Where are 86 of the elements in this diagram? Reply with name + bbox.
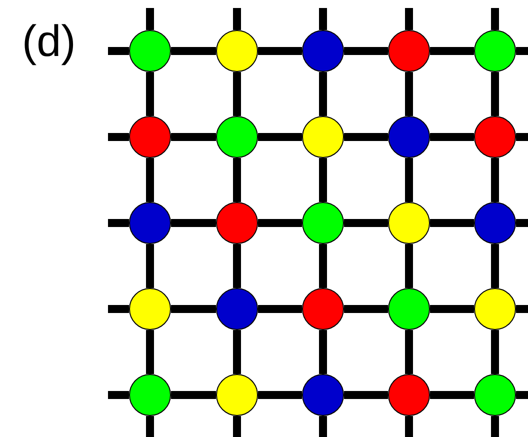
grid-line bbox=[258, 47, 302, 55]
circle-node bbox=[474, 116, 516, 158]
circle-node bbox=[302, 374, 344, 416]
grid-line bbox=[430, 133, 474, 141]
grid-line bbox=[491, 158, 499, 202]
grid-line bbox=[146, 72, 154, 116]
grid-line bbox=[319, 8, 327, 30]
grid-line bbox=[108, 47, 129, 55]
circle-node bbox=[302, 30, 344, 72]
grid-line bbox=[146, 330, 154, 374]
grid-line bbox=[258, 133, 302, 141]
grid-line bbox=[146, 416, 154, 437]
grid-line bbox=[405, 72, 413, 116]
grid-line bbox=[344, 133, 388, 141]
circle-node bbox=[129, 30, 171, 72]
circle-node bbox=[216, 288, 258, 330]
grid-line bbox=[405, 244, 413, 288]
grid-line bbox=[319, 330, 327, 374]
grid-line bbox=[319, 416, 327, 437]
circle-node bbox=[388, 30, 430, 72]
grid-line bbox=[405, 416, 413, 437]
grid-line bbox=[430, 305, 474, 313]
circle-node bbox=[216, 30, 258, 72]
grid-line bbox=[405, 8, 413, 30]
grid-line bbox=[491, 72, 499, 116]
grid-line bbox=[491, 330, 499, 374]
circle-node bbox=[388, 374, 430, 416]
grid-line bbox=[233, 158, 241, 202]
circle-node bbox=[216, 202, 258, 244]
circle-node bbox=[474, 202, 516, 244]
grid-line bbox=[146, 244, 154, 288]
grid-line bbox=[319, 72, 327, 116]
grid-line bbox=[319, 158, 327, 202]
circle-node bbox=[474, 288, 516, 330]
grid-line bbox=[233, 416, 241, 437]
grid-line bbox=[233, 72, 241, 116]
grid-line bbox=[430, 391, 474, 399]
grid-line bbox=[516, 391, 528, 399]
grid-line bbox=[491, 8, 499, 30]
circle-node bbox=[129, 288, 171, 330]
grid-line bbox=[405, 330, 413, 374]
grid-line bbox=[171, 391, 216, 399]
grid-line bbox=[516, 305, 528, 313]
grid-line bbox=[491, 244, 499, 288]
grid-line bbox=[108, 391, 129, 399]
circle-node bbox=[388, 116, 430, 158]
circle-node bbox=[302, 288, 344, 330]
grid-line bbox=[258, 391, 302, 399]
grid-line bbox=[171, 133, 216, 141]
grid-line bbox=[430, 47, 474, 55]
grid-line bbox=[430, 219, 474, 227]
circle-node bbox=[216, 116, 258, 158]
grid-line bbox=[491, 416, 499, 437]
grid-line bbox=[319, 244, 327, 288]
grid-line bbox=[233, 330, 241, 374]
circle-node bbox=[216, 374, 258, 416]
grid-line bbox=[344, 219, 388, 227]
circle-node bbox=[129, 374, 171, 416]
circle-node bbox=[129, 116, 171, 158]
grid-line bbox=[108, 133, 129, 141]
circle-node bbox=[129, 202, 171, 244]
grid-line bbox=[171, 219, 216, 227]
grid-line bbox=[516, 133, 528, 141]
grid-line bbox=[344, 391, 388, 399]
grid-line bbox=[146, 158, 154, 202]
grid-line bbox=[233, 244, 241, 288]
grid-line bbox=[258, 305, 302, 313]
circle-node bbox=[474, 374, 516, 416]
grid-line bbox=[108, 305, 129, 313]
circle-node bbox=[302, 202, 344, 244]
grid-line bbox=[171, 305, 216, 313]
grid-line bbox=[344, 305, 388, 313]
grid-line bbox=[171, 47, 216, 55]
grid-line bbox=[108, 219, 129, 227]
circle-node bbox=[302, 116, 344, 158]
grid-line bbox=[258, 219, 302, 227]
grid-line bbox=[405, 158, 413, 202]
grid-line bbox=[516, 47, 528, 55]
grid-line bbox=[233, 8, 241, 30]
panel-label: (d) bbox=[22, 20, 76, 64]
grid-line bbox=[146, 8, 154, 30]
circle-node bbox=[388, 202, 430, 244]
circle-node bbox=[474, 30, 516, 72]
circle-node bbox=[388, 288, 430, 330]
grid-line bbox=[516, 219, 528, 227]
grid-line bbox=[344, 47, 388, 55]
